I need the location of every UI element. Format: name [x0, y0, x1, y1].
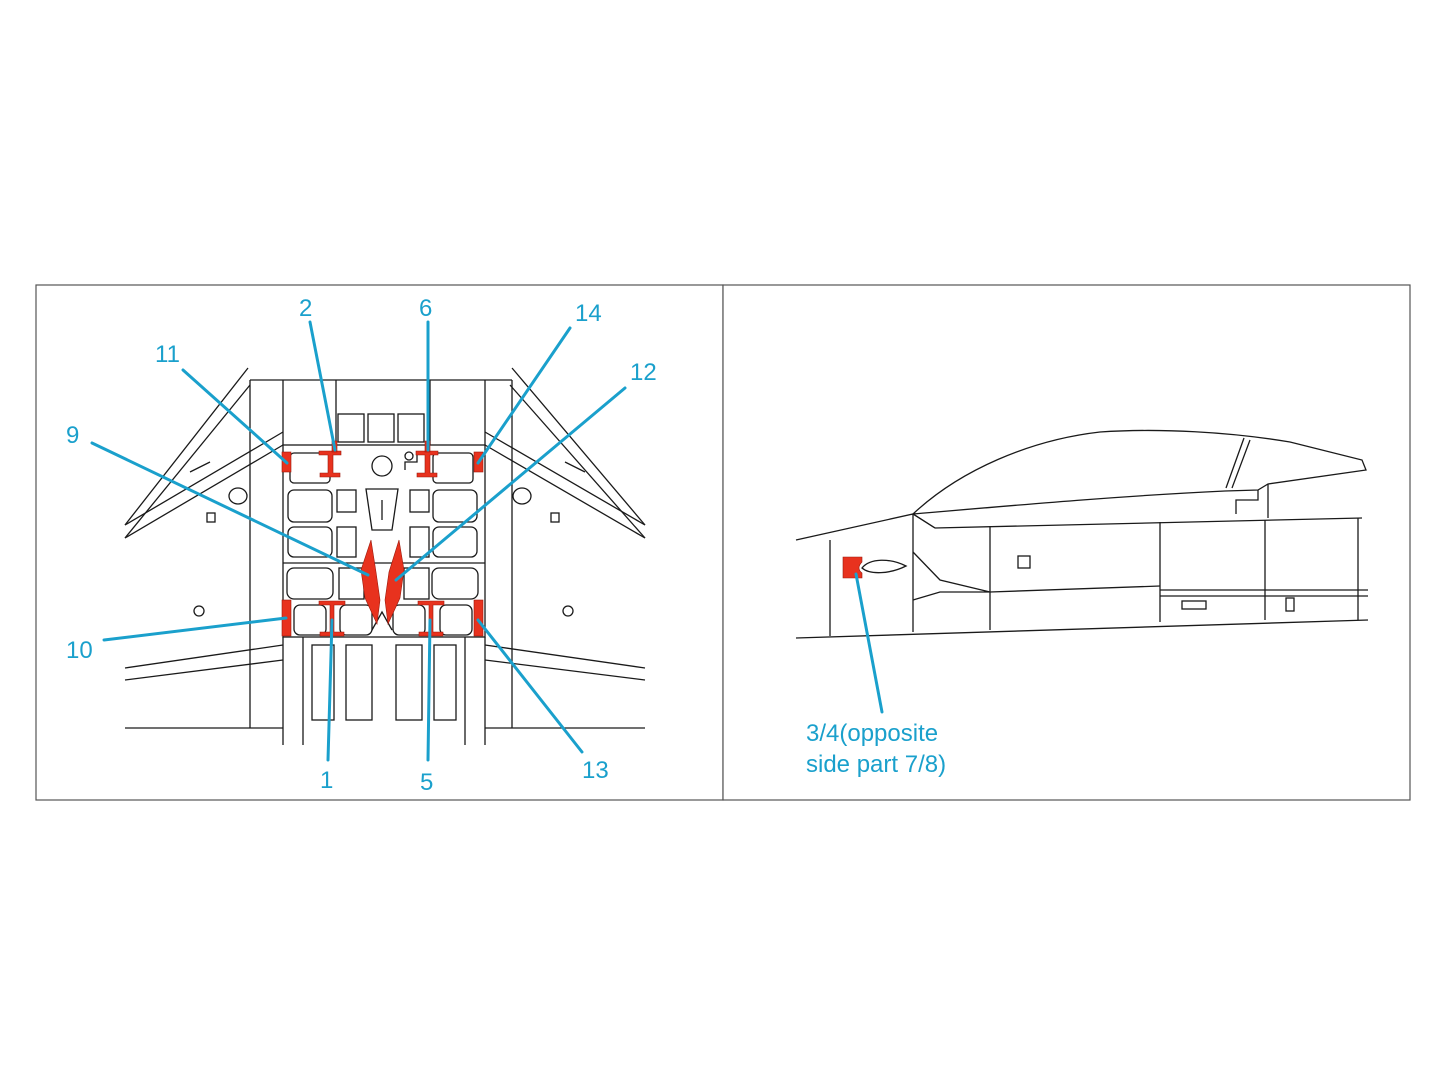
- leader-1: [326, 618, 334, 762]
- instrument-panel: [282, 413, 486, 721]
- callout-11: 11: [155, 341, 180, 368]
- callout-14: 14: [575, 300, 602, 327]
- leader-2: [308, 320, 337, 452]
- mask-part-12: [384, 539, 405, 626]
- callout-3-4-line1: 3/4(opposite: [806, 720, 938, 747]
- callout-12: 12: [630, 359, 657, 386]
- callout-1: 1: [320, 767, 333, 794]
- leader-3-4: [854, 572, 884, 714]
- leader-11: [181, 368, 289, 465]
- callout-5: 5: [420, 769, 433, 796]
- leader-9: [90, 441, 370, 577]
- panel-right-frame: [722, 284, 1411, 801]
- callout-labels: 2 6 14 11 12 9 10 13 1 5: [66, 295, 657, 796]
- leader-5: [426, 618, 432, 762]
- callout-6: 6: [419, 295, 432, 322]
- mask-parts-side: [842, 556, 863, 579]
- leader-10: [102, 616, 288, 642]
- callout-3-4-line2: side part 7/8): [806, 751, 946, 778]
- callout-13: 13: [582, 757, 609, 784]
- callout-2: 2: [299, 295, 312, 322]
- panel-left-frame: [35, 284, 724, 801]
- callout-10: 10: [66, 637, 93, 664]
- leader-13: [476, 618, 584, 754]
- panel-left: 2 6 14 11 12 9 10 13 1 5: [35, 284, 724, 801]
- fuselage-side-view: [795, 429, 1369, 639]
- mask-part-5: [417, 600, 445, 637]
- mask-part-13: [473, 599, 484, 637]
- leader-14: [476, 326, 572, 465]
- mask-part-3-4: [842, 556, 863, 579]
- leader-12: [394, 386, 627, 582]
- leader-lines: [90, 320, 627, 762]
- panel-right: 3/4(opposite side part 7/8): [722, 284, 1411, 801]
- callout-9: 9: [66, 422, 79, 449]
